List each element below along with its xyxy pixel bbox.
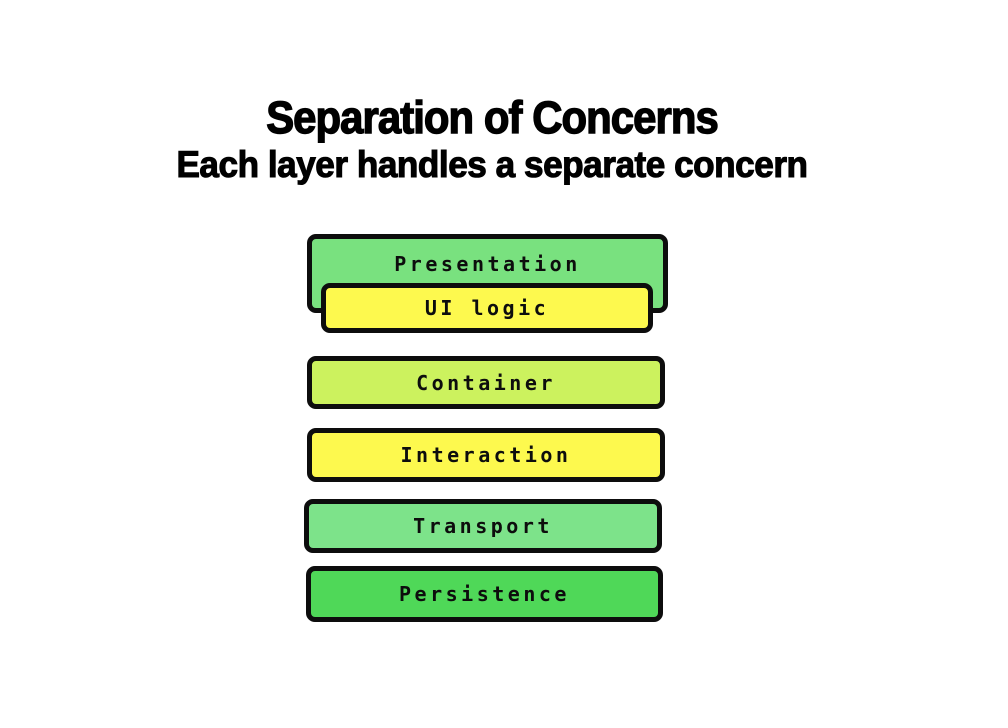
layer-label-persistence: Persistence <box>399 582 570 606</box>
layer-label-ui-logic: UI logic <box>424 296 550 320</box>
page-subtitle: Each layer handles a separate concern <box>176 144 809 185</box>
layer-box-interaction: Interaction <box>307 428 665 482</box>
layer-box-container: Container <box>307 356 665 409</box>
layer-label-presentation: Presentation <box>394 252 581 276</box>
page-title: Separation of Concerns <box>266 92 720 143</box>
layer-label-interaction: Interaction <box>400 443 572 467</box>
layer-box-transport: Transport <box>304 499 662 553</box>
layer-label-transport: Transport <box>413 514 553 538</box>
layer-box-ui-logic: UI logic <box>321 283 653 333</box>
layer-label-container: Container <box>416 370 556 395</box>
layer-box-persistence: Persistence <box>306 566 663 622</box>
